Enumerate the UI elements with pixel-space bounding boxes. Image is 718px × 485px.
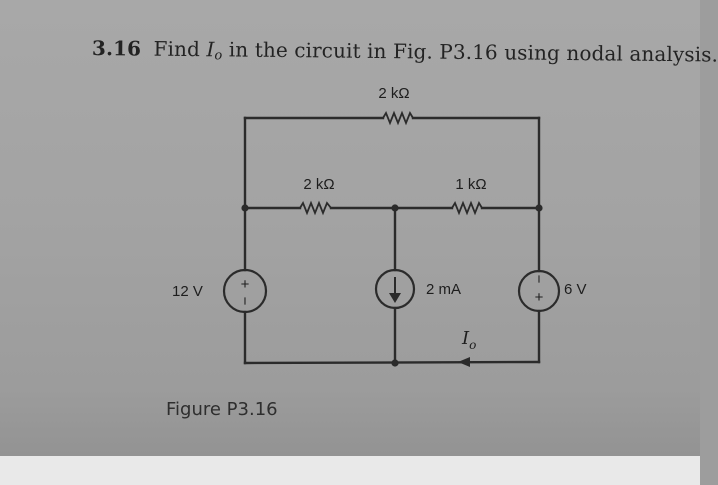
label-r-top: 2 kΩ: [378, 85, 409, 102]
source-left-plus: +: [241, 276, 250, 293]
current-source-2ma: [374, 268, 416, 310]
label-io: Io: [461, 328, 476, 352]
figure-caption: Figure P3.16: [166, 399, 278, 420]
node-left: [241, 204, 249, 212]
label-r-mid-right: 1 kΩ: [455, 176, 486, 193]
circuit-diagram: + − + − 2 kΩ 2 kΩ 1 kΩ 12 V 2 mA 6 V Io: [172, 85, 587, 367]
source-right-minus: −: [530, 275, 547, 284]
io-arrow-left-icon: [458, 357, 470, 367]
label-current-source: 2 mA: [426, 281, 461, 298]
current-arrow-down-icon: [389, 293, 401, 303]
node-center: [391, 204, 399, 212]
node-right: [535, 204, 543, 212]
resistor-mid-right-1k: [450, 200, 484, 216]
label-io-subscript: o: [469, 338, 476, 352]
source-left-minus: −: [236, 297, 253, 306]
voltage-source-12v: + −: [222, 268, 268, 314]
resistor-top-2k: [381, 110, 415, 126]
voltage-source-6v: + −: [517, 269, 561, 313]
label-r-mid-left: 2 kΩ: [303, 176, 334, 193]
label-v-left: 12 V: [172, 283, 203, 300]
resistor-mid-left-2k: [298, 200, 333, 216]
page-margin: [0, 456, 700, 485]
label-io-letter: I: [461, 328, 470, 349]
source-right-plus: +: [535, 289, 544, 306]
node-bottom-center: [391, 359, 399, 367]
label-v-right: 6 V: [564, 281, 587, 298]
